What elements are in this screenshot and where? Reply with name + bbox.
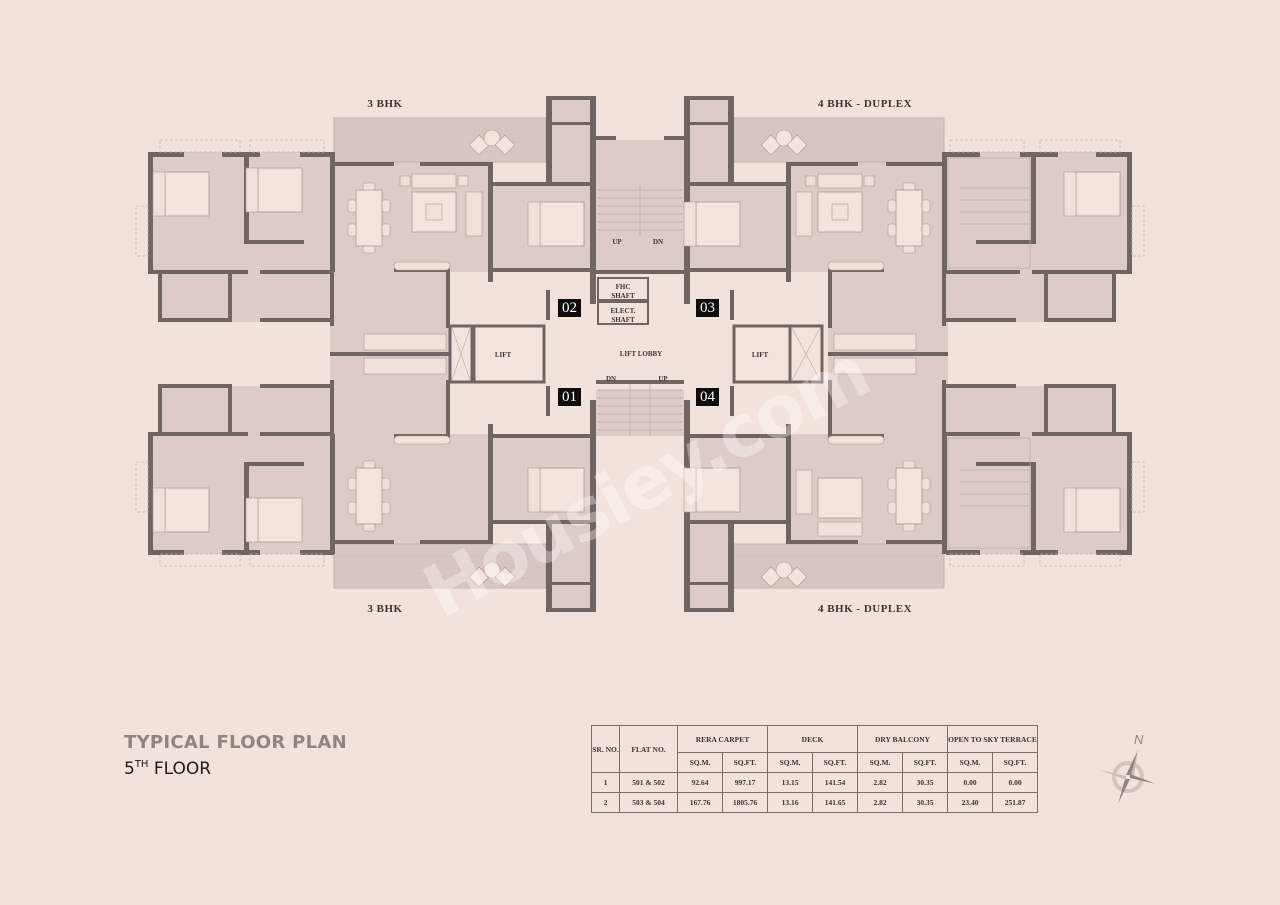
cell-deck-sqft: 141.65: [812, 792, 858, 813]
table-row: 1 501 & 502 92.64 997.17 13.15 141.54 2.…: [591, 772, 1038, 793]
subheader-sqft: SQ.FT.: [812, 752, 858, 773]
area-table: SR. NO. FLAT NO. RERA CARPET DECK DRY BA…: [591, 725, 1038, 813]
cell-dry-sqm: 2.82: [857, 772, 903, 793]
unit-label-top-left: 3 BHK: [367, 98, 403, 110]
flat-badge-04: 04: [696, 388, 719, 406]
title-block: TYPICAL FLOOR PLAN 5TH FLOOR: [124, 732, 347, 779]
cell-deck-sqft: 141.54: [812, 772, 858, 793]
subheader-sqft: SQ.FT.: [902, 752, 948, 773]
header-flat-no: FLAT NO.: [619, 725, 678, 773]
compass-north-label: N: [1134, 732, 1144, 747]
cell-flat: 501 & 502: [619, 772, 678, 793]
floor-number: 5: [124, 759, 135, 779]
header-rera-carpet: RERA CARPET: [677, 725, 768, 753]
subheader-sqm: SQ.M.: [677, 752, 723, 773]
unit-label-top-right: 4 BHK - DUPLEX: [817, 98, 913, 110]
fhc-shaft-label: FHC SHAFT: [611, 283, 635, 300]
header-open-terrace: OPEN TO SKY TERRACE: [947, 725, 1038, 753]
page-title: TYPICAL FLOOR PLAN: [124, 732, 347, 753]
stair-down-label-bottom: DN: [605, 375, 617, 383]
flat-badge-02: 02: [558, 299, 581, 317]
lift-right-label: LIFT: [751, 351, 769, 359]
cell-deck-sqm: 13.16: [767, 792, 813, 813]
north-compass-icon: N: [1096, 730, 1158, 805]
floor-subtitle: 5TH FLOOR: [124, 759, 347, 779]
cell-deck-sqm: 13.15: [767, 772, 813, 793]
floor-word: FLOOR: [153, 759, 212, 779]
header-dry-balcony: DRY BALCONY: [857, 725, 948, 753]
stair-up-label-bottom: UP: [658, 375, 668, 383]
subheader-sqm: SQ.M.: [947, 752, 993, 773]
header-sr-no: SR. NO.: [591, 725, 620, 773]
header-deck: DECK: [767, 725, 858, 753]
flat-badge-03: 03: [696, 299, 719, 317]
cell-terrace-sqm: 23.40: [947, 792, 993, 813]
cell-dry-sqm: 2.82: [857, 792, 903, 813]
subheader-sqm: SQ.M.: [857, 752, 903, 773]
cell-dry-sqft: 30.35: [902, 772, 948, 793]
lift-lobby-label: LIFT LOBBY: [619, 350, 663, 358]
flat-badge-01: 01: [558, 388, 581, 406]
cell-rera-sqft: 997.17: [722, 772, 768, 793]
unit-label-bottom-left: 3 BHK: [367, 603, 403, 615]
stair-up-label: UP: [612, 238, 622, 246]
subheader-sqft: SQ.FT.: [722, 752, 768, 773]
cell-rera-sqm: 167.76: [677, 792, 723, 813]
cell-rera-sqm: 92.64: [677, 772, 723, 793]
cell-sr: 1: [591, 772, 620, 793]
unit-label-bottom-right: 4 BHK - DUPLEX: [817, 603, 913, 615]
cell-dry-sqft: 30.35: [902, 792, 948, 813]
elect-shaft-label: ELECT. SHAFT: [610, 307, 636, 324]
floor-suffix: TH: [134, 759, 149, 770]
subheader-sqm: SQ.M.: [767, 752, 813, 773]
cell-terrace-sqft: 251.87: [992, 792, 1038, 813]
table-row: 2 503 & 504 167.76 1805.76 13.16 141.65 …: [591, 792, 1038, 813]
subheader-sqft: SQ.FT.: [992, 752, 1038, 773]
cell-sr: 2: [591, 792, 620, 813]
lift-left-label: LIFT: [494, 351, 512, 359]
cell-terrace-sqft: 0.00: [992, 772, 1038, 793]
cell-rera-sqft: 1805.76: [722, 792, 768, 813]
cell-terrace-sqm: 0.00: [947, 772, 993, 793]
cell-flat: 503 & 504: [619, 792, 678, 813]
stair-down-label: DN: [652, 238, 664, 246]
